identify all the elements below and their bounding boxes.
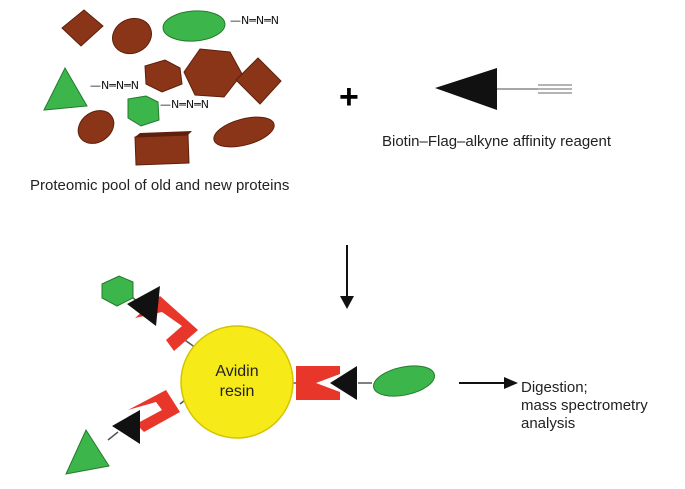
biotin-flag-triangle [435,68,497,110]
analysis-label-line-3: analysis [521,415,576,432]
new-protein-triangle [43,66,88,111]
new-protein-cube [127,95,160,127]
captured-protein-triangle-bottom [65,428,110,475]
old-protein-oval-1 [112,17,152,55]
flag-red-bottom [128,390,180,432]
new-protein-oval [162,10,226,42]
analysis-label-line-2: mass spectrometry [521,397,648,414]
flag-red-right [296,366,340,400]
affinity-reagent-caption: Biotin–Flag–alkyne affinity reagent [382,133,612,150]
old-protein-diamond-2 [235,57,282,105]
right-arrow [459,377,518,389]
analysis-label-line-1: Digestion; [521,379,588,396]
biotin-black-right [330,366,357,400]
avidin-resin-label: Avidin resin [182,362,292,402]
old-protein-oval-2 [77,110,115,144]
old-protein-cube-1 [144,59,183,93]
azide-label-1: —N═N═N [230,14,279,27]
biotin-black-bottom [112,410,140,444]
captured-protein-cube-top [101,275,134,307]
resin-capture [65,275,435,475]
old-protein-oval-3 [213,116,275,148]
azide-label-3: —N═N═N [160,98,209,111]
proteomic-pool-caption: Proteomic pool of old and new proteins [30,177,290,194]
resin-label-line-1: Avidin [215,363,259,380]
azide-label-2: —N═N═N [90,79,139,92]
affinity-reagent [435,68,572,110]
old-proteins [61,9,282,166]
analysis-label: Digestion; mass spectrometry analysis [521,379,648,433]
down-arrow [340,245,354,309]
old-protein-block-top [135,131,192,137]
avidin-resin-bead [180,325,294,439]
linker-bottom-protein [107,431,119,441]
captured-protein-oval-right [373,365,435,397]
plus-sign: + [339,78,359,116]
old-protein-diamond-1 [61,9,104,47]
biotin-black-top [127,286,160,326]
resin-label-line-2: resin [219,383,255,400]
new-proteins [43,10,226,127]
old-protein-hexagon-1 [183,48,243,98]
old-protein-block-1 [134,134,190,166]
